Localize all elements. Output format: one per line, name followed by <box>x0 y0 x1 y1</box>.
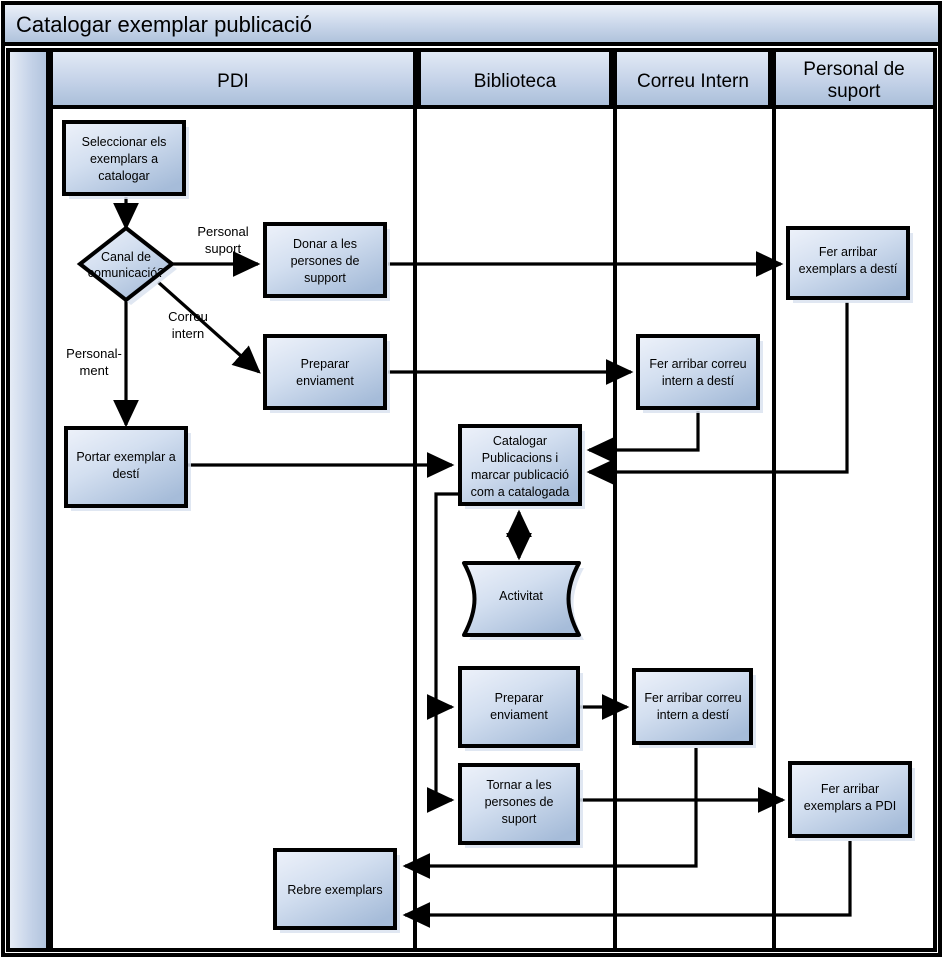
connectors <box>113 197 852 928</box>
node-correu-bottom-line2: intern a destí <box>657 708 730 722</box>
node-tornar-line2: persones de <box>485 795 554 809</box>
edge-label-personalment-line1: Personal- <box>66 346 122 361</box>
node-catalogar-line3: marcar publicació <box>471 468 569 482</box>
node-fer-arribar-correu-intern-a-desti-top[interactable]: Fer arribar correu intern a destí <box>636 334 763 413</box>
node-donar-line2: persones de <box>291 254 360 268</box>
node-preparar-enviament-pdi-line2: enviament <box>296 374 354 388</box>
edge-label-personal-suport-line2: suport <box>205 241 242 256</box>
node-seleccionar-exemplars-line3: catalogar <box>98 169 149 183</box>
node-fer-arribar-exemplars-a-desti[interactable]: Fer arribar exemplars a destí <box>786 226 913 303</box>
edge-label-correu-intern-line2: intern <box>172 326 205 341</box>
node-seleccionar-exemplars[interactable]: Seleccionar els exemplars a catalogar <box>62 120 189 199</box>
node-preparar-enviament-biblioteca-line2: enviament <box>490 708 548 722</box>
pool-title-text: Catalogar exemplar publicació <box>16 12 312 37</box>
edge-exemplars-pdi-to-rebre <box>402 841 852 928</box>
edge-correu-bottom-to-rebre <box>402 748 698 879</box>
node-donar-a-les-persones-de-support[interactable]: Donar a les persones de support <box>263 222 390 301</box>
node-canal-de-comunicacio-line1: Canal de <box>101 250 151 264</box>
edge-label-personalment-line2: ment <box>80 363 109 378</box>
node-fer-arribar-exemplars-a-pdi[interactable]: Fer arribar exemplars a PDI <box>788 761 915 841</box>
node-preparar-enviament-biblioteca-line1: Preparar <box>495 691 544 705</box>
node-activitat[interactable]: Activitat <box>462 561 584 640</box>
pool-side-band <box>6 48 50 952</box>
pool-title-bar <box>1 1 942 46</box>
node-donar-line1: Donar a les <box>293 237 357 251</box>
node-fer-arribar-exemplars-pdi-line2: exemplars a PDI <box>804 799 896 813</box>
node-canal-de-comunicacio[interactable]: Canal de comunicació? <box>76 225 177 305</box>
node-canal-de-comunicacio-line2: comunicació? <box>88 266 164 280</box>
node-rebre-exemplars[interactable]: Rebre exemplars <box>273 848 400 933</box>
edge-label-personal-suport-line1: Personal <box>197 224 248 239</box>
lane-label-correu-intern: Correu Intern <box>637 71 749 92</box>
node-fer-arribar-correu-intern-a-desti-bottom[interactable]: Fer arribar correu intern a destí <box>632 668 756 748</box>
lane-label-personal-de-suport-line1: Personal de <box>803 59 904 80</box>
node-activitat-line1: Activitat <box>499 589 543 603</box>
node-catalogar-publicacions[interactable]: Catalogar Publicacions i marcar publicac… <box>458 424 585 509</box>
lane-label-pdi: PDI <box>217 71 249 92</box>
node-donar-line3: support <box>304 271 346 285</box>
node-portar-line2: destí <box>112 467 140 481</box>
node-rebre-exemplars-line1: Rebre exemplars <box>287 883 382 897</box>
edge-canal-to-preparar-pdi <box>156 280 261 374</box>
node-correu-bottom-line1: Fer arribar correu <box>644 691 741 705</box>
node-catalogar-line1: Catalogar <box>493 434 547 448</box>
node-portar-line1: Portar exemplar a <box>76 450 175 464</box>
edge-exemplars-desti-to-catalogar <box>586 302 849 485</box>
node-fer-arribar-exemplars-desti-line2: exemplars a destí <box>799 262 898 276</box>
edge-catalogar-to-tornar <box>426 707 455 813</box>
node-tornar-line3: suport <box>502 812 537 826</box>
lane-label-personal-de-suport-line2: suport <box>828 81 882 102</box>
node-fer-arribar-exemplars-desti-line1: Fer arribar <box>819 245 877 259</box>
edge-catalogar-to-preparar-biblioteca <box>426 492 460 720</box>
edge-labels: Personal suport Correu intern Personal- … <box>66 224 249 378</box>
node-portar-exemplar-a-desti[interactable]: Portar exemplar a destí <box>64 426 191 511</box>
lane-label-biblioteca: Biblioteca <box>474 71 557 92</box>
edge-label-correu-intern-line1: Correu <box>168 309 208 324</box>
node-fer-arribar-exemplars-pdi-line1: Fer arribar <box>821 782 879 796</box>
node-tornar-line1: Tornar a les <box>486 778 551 792</box>
node-catalogar-line4: com a catalogada <box>471 485 570 499</box>
lane-headers: PDI Biblioteca Correu Intern Personal de… <box>49 48 937 109</box>
node-catalogar-line2: Publicacions i <box>482 451 558 465</box>
node-preparar-enviament-biblioteca[interactable]: Preparar enviament <box>458 666 583 751</box>
lane-header-personal-de-suport[interactable] <box>772 48 937 109</box>
node-seleccionar-exemplars-line2: exemplars a <box>90 152 158 166</box>
edge-correu-top-to-catalogar <box>586 411 700 463</box>
node-tornar-a-les-persones-de-suport[interactable]: Tornar a les persones de suport <box>458 763 583 848</box>
node-preparar-enviament-pdi-line1: Preparar <box>301 357 350 371</box>
node-correu-top-line2: intern a destí <box>662 374 735 388</box>
node-correu-top-line1: Fer arribar correu <box>649 357 746 371</box>
node-preparar-enviament-pdi[interactable]: Preparar enviament <box>263 334 390 413</box>
node-seleccionar-exemplars-line1: Seleccionar els <box>82 135 167 149</box>
